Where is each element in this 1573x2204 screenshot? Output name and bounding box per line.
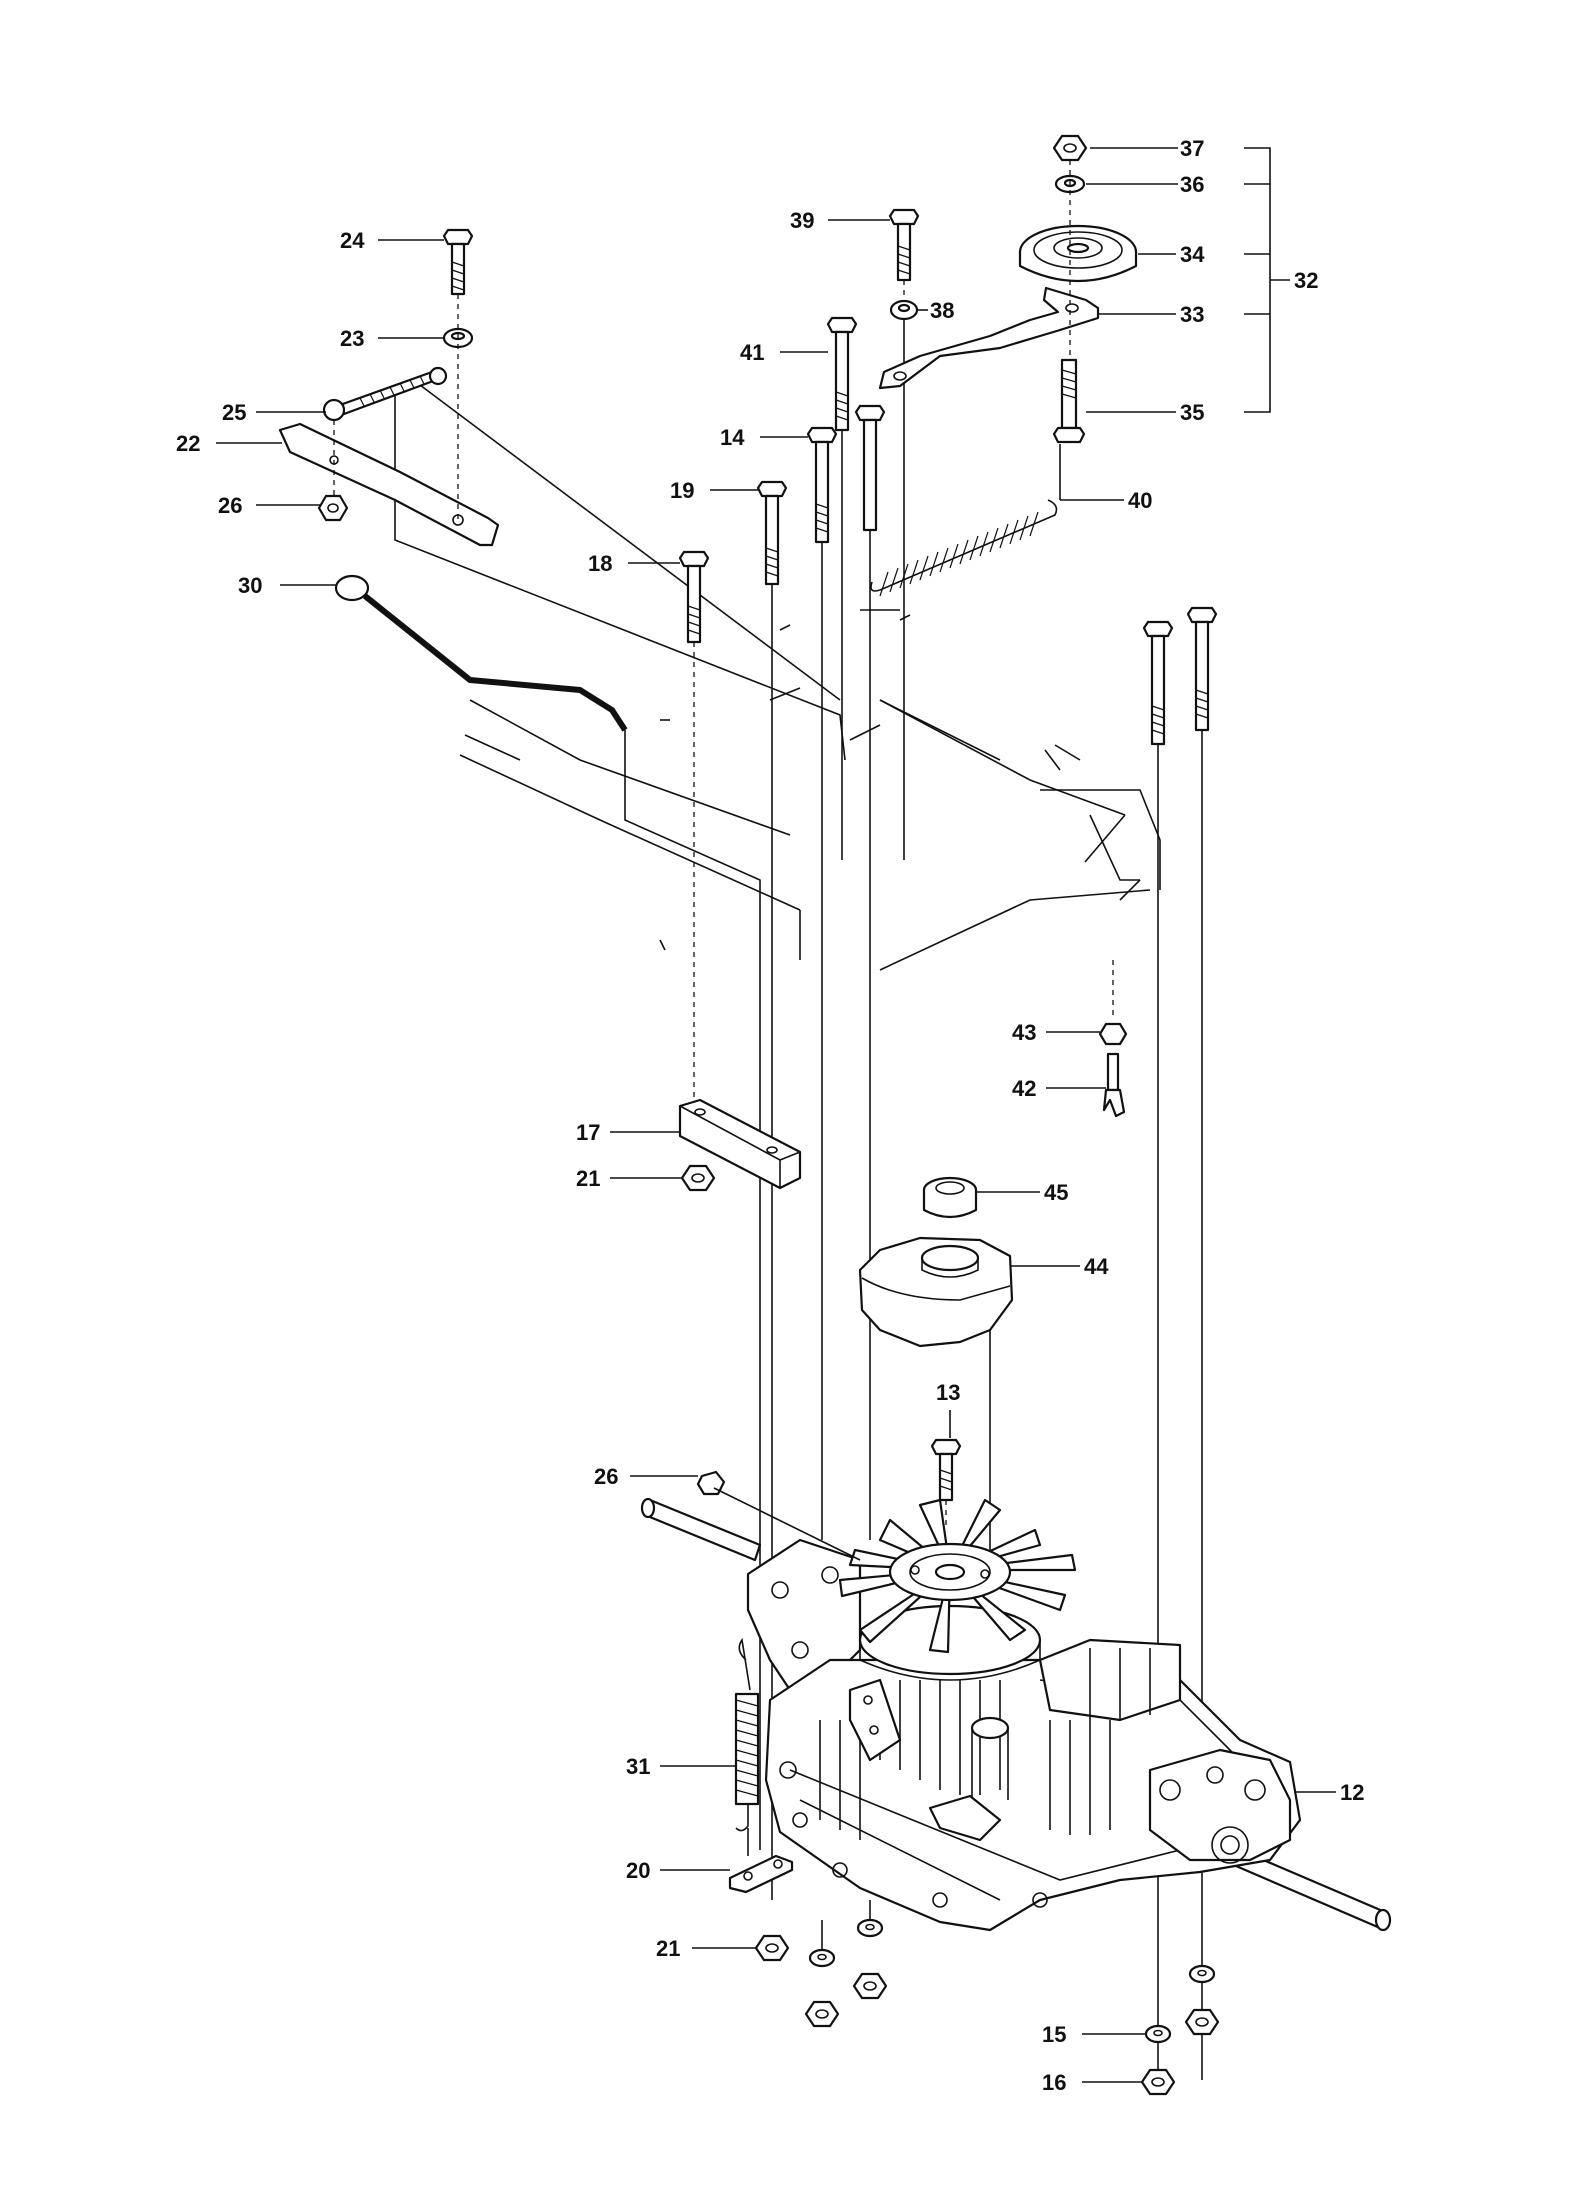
nut-16-left (1140, 2068, 1176, 2096)
label-40: 40 (1128, 488, 1152, 513)
nut-26-bottom (696, 1470, 726, 1496)
bolt-35 (1052, 358, 1086, 444)
long-bolt-right (1186, 606, 1218, 732)
bolt-39 (888, 208, 920, 282)
label-38: 38 (930, 298, 954, 323)
link-plate-20 (728, 1854, 794, 1894)
label-25: 25 (222, 400, 246, 425)
long-bolt-left (1142, 620, 1174, 746)
cap-45 (922, 1176, 978, 1219)
label-33: 33 (1180, 302, 1204, 327)
leader-lines (216, 147, 1336, 2083)
clip-42 (1102, 1052, 1126, 1118)
control-rod-30 (334, 574, 761, 1850)
chassis-frame-outline (394, 384, 1161, 971)
cooling-fan (838, 1498, 1077, 1654)
label-24: 24 (340, 228, 365, 253)
reservoir-44 (858, 1236, 1014, 1348)
label-26-top: 26 (218, 493, 242, 518)
bolt-41 (826, 316, 858, 432)
nut-21-top (680, 1164, 716, 1192)
label-39: 39 (790, 208, 814, 233)
label-21-bottom: 21 (656, 1936, 680, 1961)
label-15: 15 (1042, 2022, 1066, 2047)
bolt-14 (806, 426, 838, 544)
lever-plate-22 (278, 422, 500, 547)
bottom-washer-a (808, 1948, 836, 1968)
label-18: 18 (588, 551, 612, 576)
bolt-19 (756, 480, 788, 586)
bottom-nut-b (852, 1972, 888, 2000)
spring-40 (870, 499, 1058, 597)
bolt-41b (854, 404, 886, 532)
nut-43 (1098, 1022, 1128, 1046)
callout-labels: 24 23 25 22 26 30 39 38 41 14 19 18 37 3… (176, 136, 1364, 2095)
label-34: 34 (1180, 242, 1205, 267)
label-36: 36 (1180, 172, 1204, 197)
nut-37 (1052, 134, 1088, 162)
washer-15-right (1188, 1964, 1216, 1984)
nut-21-bottom (754, 1934, 790, 1962)
bolt-24 (442, 228, 474, 296)
line-26-bottom (713, 1487, 861, 1561)
bolt-13 (930, 1438, 962, 1502)
label-44: 44 (1084, 1254, 1109, 1279)
label-45: 45 (1044, 1180, 1068, 1205)
washer-38 (889, 299, 919, 321)
label-37: 37 (1180, 136, 1204, 161)
label-19: 19 (670, 478, 694, 503)
label-22: 22 (176, 431, 200, 456)
label-21-top: 21 (576, 1166, 600, 1191)
washer-15-left (1144, 2024, 1172, 2044)
block-17 (678, 1098, 802, 1190)
label-23: 23 (340, 326, 364, 351)
spring-31 (734, 1637, 760, 1832)
label-13: 13 (936, 1380, 960, 1405)
bolt-18 (678, 550, 710, 644)
bottom-assembly-lines (821, 1900, 871, 1950)
nut-16-right (1184, 2008, 1220, 2036)
bottom-nut-a (804, 2000, 840, 2028)
label-31: 31 (626, 1754, 650, 1779)
ball-joint-rod-25 (322, 366, 448, 422)
label-30: 30 (238, 573, 262, 598)
pulley-34 (1018, 224, 1138, 283)
nut-26-top (317, 494, 349, 522)
label-16: 16 (1042, 2070, 1066, 2095)
label-17: 17 (576, 1120, 600, 1145)
label-43: 43 (1012, 1020, 1036, 1045)
label-14: 14 (720, 425, 745, 450)
label-12: 12 (1340, 1780, 1364, 1805)
label-41: 41 (740, 340, 764, 365)
label-42: 42 (1012, 1076, 1036, 1101)
label-35: 35 (1180, 400, 1204, 425)
label-26-bottom: 26 (594, 1464, 618, 1489)
label-32: 32 (1294, 268, 1318, 293)
bottom-washer-b (856, 1918, 884, 1938)
label-20: 20 (626, 1858, 650, 1883)
